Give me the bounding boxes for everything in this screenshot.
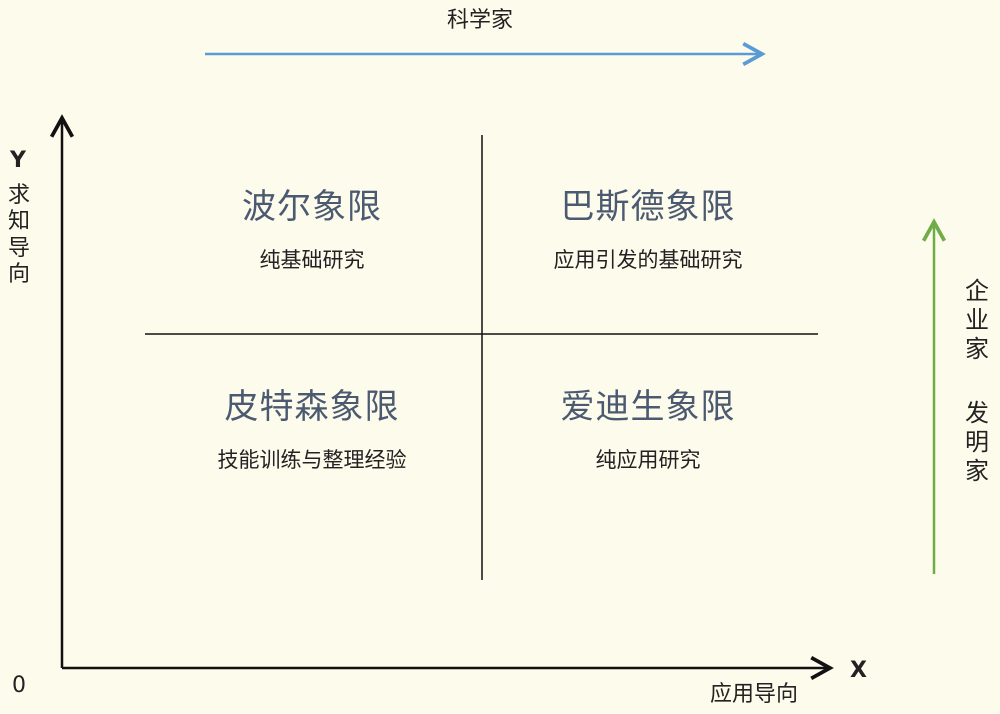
- quadrant-title: 巴斯德象限: [560, 187, 736, 227]
- y-axis-title-char: 导: [7, 235, 30, 261]
- quadrant-bohr: 波尔象限 纯基础研究: [152, 190, 472, 271]
- quadrant-description: 纯基础研究: [259, 248, 365, 272]
- entrepreneur-label-char: 家: [965, 334, 989, 363]
- quadrant-pasteur: 巴斯德象限 应用引发的基础研究: [488, 190, 808, 271]
- quadrant-description: 技能训练与整理经验: [217, 448, 407, 472]
- entrepreneur-label-char: 企: [965, 277, 989, 305]
- quadrant-title: 爱迪生象限: [560, 387, 736, 427]
- scientist-label: 科学家: [446, 8, 514, 33]
- y-axis-title-char: 求: [7, 183, 30, 208]
- quadrant-description: 纯应用研究: [595, 448, 701, 472]
- y-axis-title-char: 知: [7, 209, 30, 235]
- inventor-label-char: 明: [965, 428, 989, 457]
- y-axis-title: 求 知 导 向: [6, 183, 32, 289]
- entrepreneur-label-char: 业: [965, 305, 989, 334]
- inventor-label-char: 发: [965, 399, 989, 428]
- y-axis-title-char: 向: [7, 262, 30, 288]
- quadrant-peterson: 皮特森象限 技能训练与整理经验: [152, 390, 472, 471]
- y-axis-letter: Y: [10, 148, 26, 173]
- inventor-label-char: 家: [965, 456, 989, 485]
- x-axis-title: 应用导向: [710, 682, 799, 707]
- origin-label: 0: [12, 673, 26, 698]
- quadrant-title: 波尔象限: [242, 187, 382, 227]
- quadrant-description: 应用引发的基础研究: [553, 248, 743, 272]
- quadrant-title: 皮特森象限: [224, 387, 400, 427]
- x-axis-letter: X: [850, 658, 867, 683]
- quadrant-edison: 爱迪生象限 纯应用研究: [488, 390, 808, 471]
- entrepreneur-inventor-label: 企 业 家 发 明 家: [962, 277, 992, 486]
